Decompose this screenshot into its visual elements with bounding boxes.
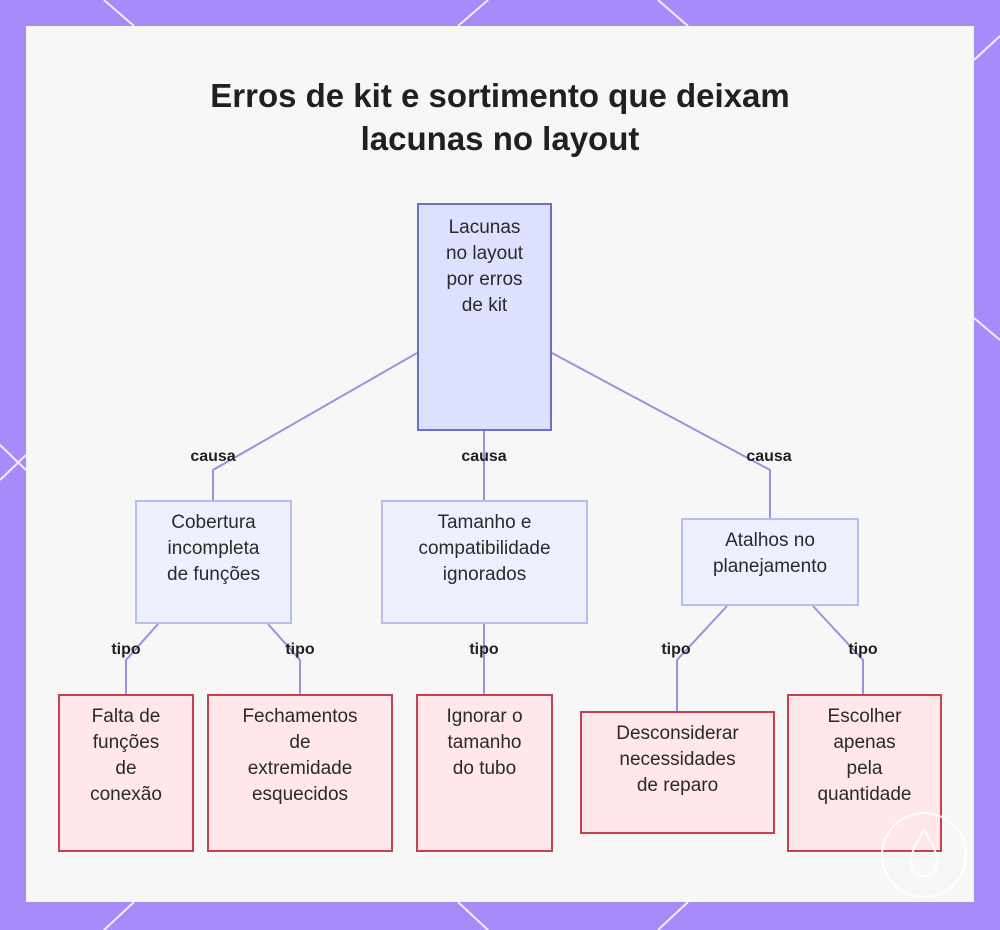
type-node-line: de — [115, 758, 137, 779]
type-node-line: apenas — [833, 732, 896, 753]
edge-label-tipo-5: tipo — [848, 641, 878, 658]
type-node-line: do tubo — [452, 758, 517, 779]
cause-node-line: compatibilidade — [418, 538, 551, 559]
type-node-reparo: Desconsiderar necessidades de reparo — [580, 711, 775, 834]
type-node-line: funções — [92, 732, 160, 753]
edge-cause1-type2 — [267, 623, 301, 694]
edge-label-causa-3: causa — [746, 448, 792, 465]
type-node-line: de reparo — [636, 775, 719, 796]
type-node-line: pela — [846, 758, 883, 779]
water-drop-icon — [881, 812, 967, 898]
edge-cause3-type5 — [812, 605, 864, 694]
cause-node-line: Tamanho e — [437, 512, 532, 533]
type-node-line: conexão — [90, 784, 162, 805]
edge-label-tipo-3: tipo — [469, 641, 499, 658]
type-node-line: necessidades — [619, 749, 736, 770]
cause-node-cobertura: Cobertura incompleta de funções — [135, 500, 292, 624]
cause-node-line: planejamento — [712, 556, 828, 577]
edge-cause3-type4 — [676, 605, 728, 711]
edge-root-cause-3 — [551, 352, 771, 518]
type-node-quantidade: Escolher apenas pela quantidade — [787, 694, 942, 852]
cause-node-line: Atalhos no — [725, 530, 815, 551]
edge-cause1-type1 — [125, 623, 159, 694]
title-line-1: Erros de kit e sortimento que deixam — [210, 77, 790, 114]
type-node-line: Ignorar o — [446, 706, 523, 727]
type-node-falta-funcoes: Falta de funções de conexão — [58, 694, 194, 852]
title-line-2: lacunas no layout — [360, 120, 640, 157]
edge-root-cause-1 — [212, 352, 418, 500]
cause-node-line: de funções — [167, 564, 260, 585]
type-node-line: de — [289, 732, 311, 753]
root-node-line: Lacunas — [448, 217, 521, 238]
type-node-line: esquecidos — [251, 784, 349, 805]
cause-node-tamanho: Tamanho e compatibilidade ignorados — [381, 500, 588, 624]
type-node-ignorar-tamanho: Ignorar o tamanho do tubo — [416, 694, 553, 852]
type-node-line: Escolher — [827, 706, 902, 727]
type-node-fechamentos: Fechamentos de extremidade esquecidos — [207, 694, 393, 852]
type-node-line: extremidade — [247, 758, 353, 779]
diagram-title: Erros de kit e sortimento que deixam lac… — [26, 74, 974, 160]
edge-label-causa-1: causa — [190, 448, 236, 465]
cause-node-line: Cobertura — [171, 512, 256, 533]
cause-node-line: ignorados — [442, 564, 527, 585]
edge-label-causa-2: causa — [461, 448, 507, 465]
type-node-line: Falta de — [91, 706, 161, 727]
root-node-line: no layout — [445, 243, 524, 264]
root-node-line: por erros — [446, 269, 523, 290]
edge-label-tipo-2: tipo — [285, 641, 315, 658]
edge-label-tipo-1: tipo — [111, 641, 141, 658]
type-node-line: Fechamentos — [242, 706, 358, 727]
root-node: Lacunas no layout por erros de kit — [417, 203, 552, 431]
cause-node-line: incompleta — [167, 538, 260, 559]
root-node-line: de kit — [461, 295, 508, 316]
type-node-line: Desconsiderar — [616, 723, 739, 744]
type-node-line: tamanho — [447, 732, 522, 753]
type-node-line: quantidade — [817, 784, 912, 805]
edge-label-tipo-4: tipo — [661, 641, 691, 658]
cause-node-atalhos: Atalhos no planejamento — [681, 518, 859, 606]
